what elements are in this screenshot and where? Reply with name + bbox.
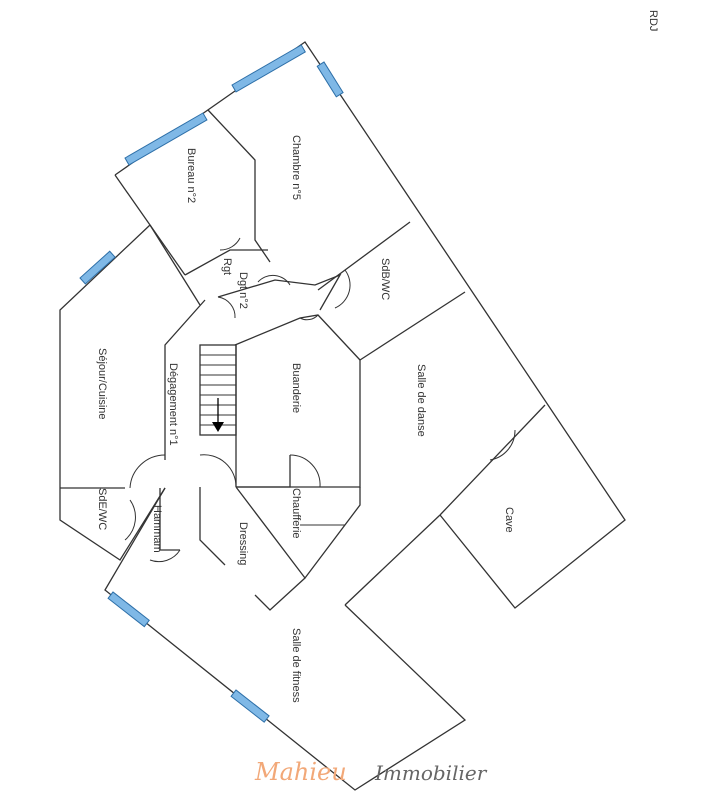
room-label-hammam: Hammam [151,505,163,553]
room-labels: RDJ Bureau n°2 Chambre n°5 Rgt Dgt n°2 S… [96,10,659,703]
room-label-salle-danse: Salle de danse [415,364,427,437]
window [107,591,150,628]
window [79,250,116,285]
room-label-chaufferie: Chaufferie [290,488,302,539]
room-label-buanderie: Buanderie [290,363,302,413]
room-label-sdbwc: SdB/WC [379,258,391,300]
logo-text-immobilier: Immobilier [374,761,488,785]
stair-arrow-icon [212,398,224,432]
window [316,61,344,98]
room-label-bureau: Bureau n°2 [185,148,197,203]
agency-logo: Mahieu Immobilier [254,758,488,786]
room-label-rgt: Rgt [221,258,233,275]
window [230,689,270,723]
window [124,112,208,166]
staircase-treads [200,354,236,426]
room-label-sdewc: SdE/WC [96,488,108,530]
room-label-dgt2: Dgt n°2 [237,272,249,309]
room-label-cave: Cave [503,507,515,533]
doors [124,237,516,563]
windows [79,44,344,723]
logo-text-mahieu: Mahieu [254,758,347,786]
room-label-sejour: Séjour/Cuisine [96,348,108,420]
walls [59,41,626,791]
room-label-dressing: Dressing [237,522,249,565]
level-label: RDJ [647,10,659,31]
room-label-degagement: Dégagement n°1 [167,363,179,446]
room-label-fitness: Salle de fitness [290,628,302,703]
room-label-chambre: Chambre n°5 [290,135,302,200]
window [231,44,306,93]
